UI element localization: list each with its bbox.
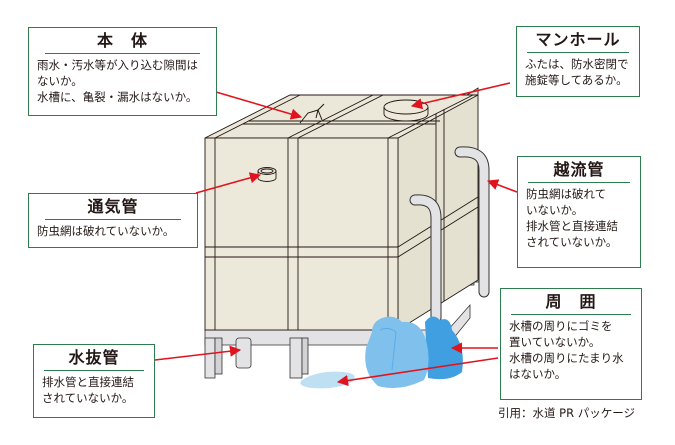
callout-text: 防虫網は破れていないか。: [29, 220, 197, 239]
callout-title: 周 囲: [511, 289, 631, 315]
callout-title: 本 体: [45, 28, 200, 54]
text-line: 水槽に、亀裂・漏水はないか。: [37, 90, 198, 104]
text-line: はないか。: [509, 367, 567, 381]
text-line: いないか。: [526, 203, 584, 217]
text-line: 排水管と直接連結: [526, 219, 618, 233]
text-line: 防虫網は破れて: [526, 187, 607, 201]
text-line: 防虫網は破れていないか。: [37, 224, 175, 238]
crack-mark: [299, 103, 325, 124]
callout-title: マンホール: [527, 27, 629, 53]
text-line: 水槽の周りにゴミを: [509, 319, 613, 333]
vent-pipe: [257, 167, 277, 182]
text-line: されていないか。: [526, 235, 618, 249]
callout-text: 水槽の周りにゴミを 置いていないか。 水槽の周りにたまり水 はないか。: [501, 315, 641, 382]
callout-title: 水抜管: [44, 345, 144, 371]
text-line: 施錠等してあるか。: [525, 73, 628, 87]
callout-title: 通気管: [45, 194, 181, 220]
callout-box-vent-pipe: 通気管 防虫網は破れていないか。: [28, 193, 198, 248]
text-line: されていないか。: [42, 391, 134, 405]
callout-arrows: [154, 82, 518, 387]
callout-text: 排水管と直接連結 されていないか。: [34, 371, 154, 406]
callout-title: 越流管: [528, 157, 630, 183]
arrow-puddle: [336, 357, 499, 387]
callout-box-manhole: マンホール ふたは、防水密閉で 施錠等してあるか。: [516, 26, 640, 97]
text-line: ふたは、防水密閉で: [525, 57, 629, 71]
arrow-hontai: [215, 91, 303, 120]
arrow-overflow: [486, 179, 518, 193]
arrow-vent: [195, 172, 262, 194]
callout-text: 雨水・汚水等が入り込む隙間は ないか。 水槽に、亀裂・漏水はないか。: [29, 54, 216, 105]
text-line: 置いていないか。: [509, 335, 601, 349]
arrow-drain: [154, 345, 242, 361]
source-credit: 引用：水道 PR パッケージ: [498, 406, 636, 420]
callout-box-surroundings: 周 囲 水槽の周りにゴミを 置いていないか。 水槽の周りにたまり水 はないか。: [500, 288, 642, 400]
garbage-bags: [365, 316, 463, 388]
text-line: ないか。: [37, 74, 83, 88]
callout-box-overflow-pipe: 越流管 防虫網は破れて いないか。 排水管と直接連結 されていないか。: [517, 156, 641, 268]
overflow-pipe: [409, 146, 490, 324]
text-line: 雨水・汚水等が入り込む隙間は: [37, 58, 198, 72]
callout-box-drain-pipe: 水抜管 排水管と直接連結 されていないか。: [33, 344, 155, 418]
text-line: 水槽の周りにたまり水: [509, 351, 624, 365]
arrow-manhole: [410, 82, 511, 110]
callout-text: ふたは、防水密閉で 施錠等してあるか。: [517, 53, 639, 88]
text-line: 排水管と直接連結: [42, 375, 134, 389]
drain-pipe: [235, 337, 252, 369]
callout-box-tank-body: 本 体 雨水・汚水等が入り込む隙間は ないか。 水槽に、亀裂・漏水はないか。: [28, 27, 217, 116]
callout-text: 防虫網は破れて いないか。 排水管と直接連結 されていないか。: [518, 183, 640, 250]
